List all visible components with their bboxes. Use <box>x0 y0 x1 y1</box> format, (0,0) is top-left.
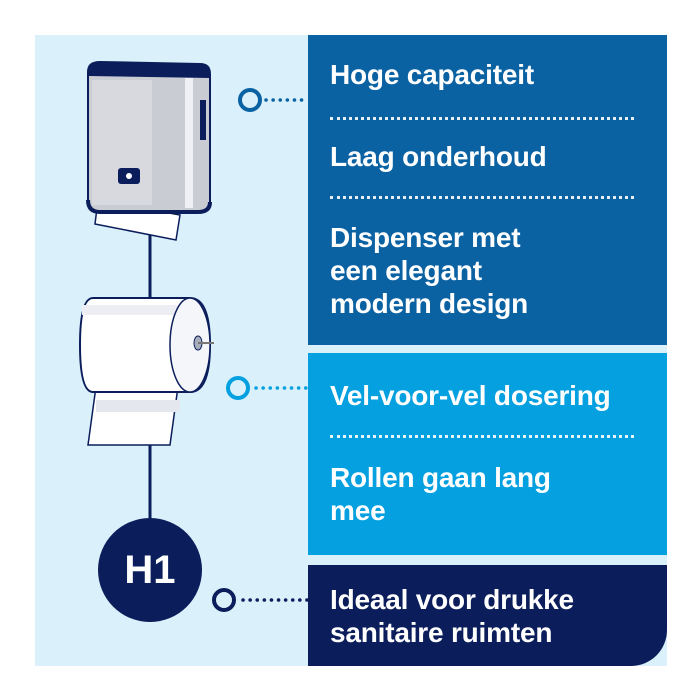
feature-busy-washrooms-line2: sanitaire ruimten <box>330 617 553 648</box>
pointer-middle <box>226 376 310 400</box>
h1-badge-circle <box>98 518 202 622</box>
pointer-top <box>238 88 310 112</box>
divider <box>330 196 634 199</box>
features-block-roll: Vel-voor-vel dosering Rollen gaan lang m… <box>308 353 667 555</box>
features-block-system: Ideaal voor drukke sanitaire ruimten <box>308 565 667 666</box>
feature-high-capacity: Hoge capaciteit <box>330 59 534 90</box>
paper-roll-icon <box>78 297 214 446</box>
divider <box>330 435 634 438</box>
divider <box>330 117 634 120</box>
features-block-dispenser: Hoge capaciteit Laag onderhoud Dispenser… <box>308 35 667 345</box>
feature-long-lasting-line1: Rollen gaan lang <box>330 462 551 493</box>
feature-sheet-dispensing: Vel-voor-vel dosering <box>330 380 611 411</box>
feature-design-line3: modern design <box>330 288 529 319</box>
dispenser-icon <box>86 60 212 241</box>
feature-design-line2: een elegant <box>330 255 482 286</box>
h1-badge-label: H1 <box>124 548 176 592</box>
pointer-bottom <box>212 588 310 612</box>
feature-low-maintenance: Laag onderhoud <box>330 141 547 172</box>
feature-busy-washrooms-line1: Ideaal voor drukke <box>330 584 574 615</box>
feature-long-lasting-line2: mee <box>330 495 386 526</box>
feature-design-line1: Dispenser met <box>330 222 521 253</box>
